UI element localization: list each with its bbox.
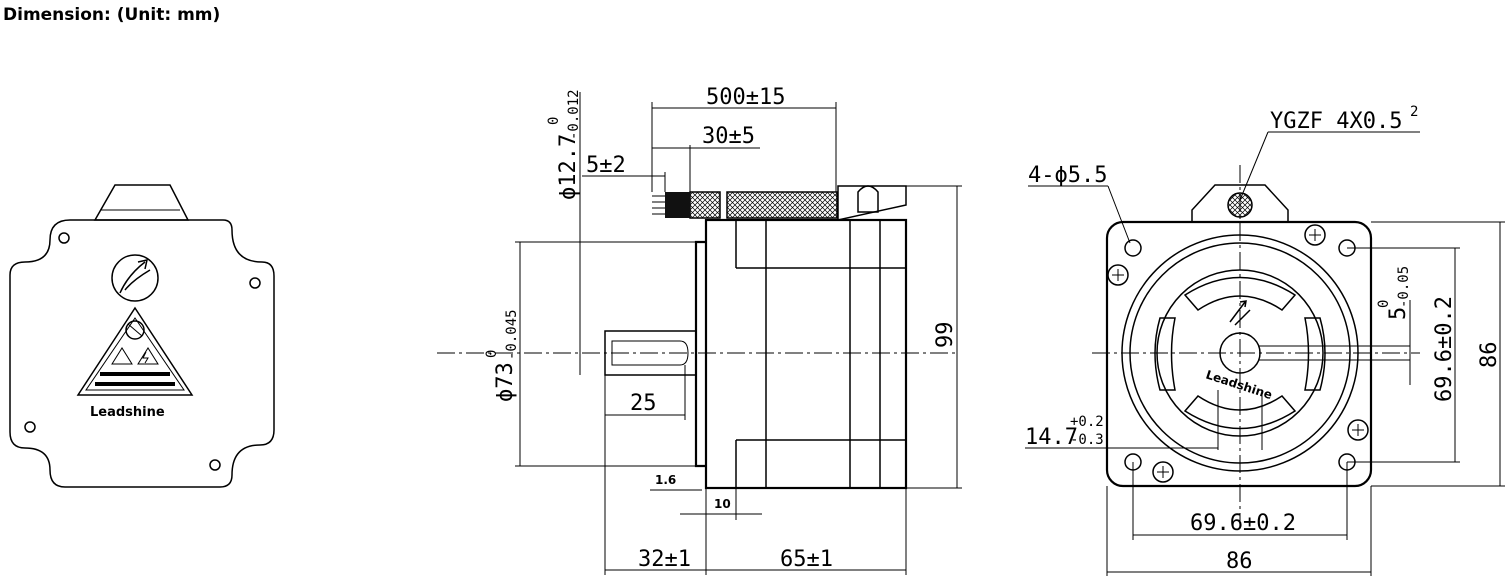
cable-sheath — [726, 191, 838, 219]
mount-hole — [24, 421, 36, 433]
flat-depth-label: 5 — [1386, 307, 1411, 320]
flat-depth-tol-lower: -0.05 — [1396, 266, 1412, 308]
shaft-diameter-tol-upper: 0 — [546, 117, 562, 125]
key-width-tol-upper: +0.2 — [1070, 414, 1104, 430]
pilot-diameter-tol-lower: -0.045 — [504, 309, 520, 360]
mount-hole — [209, 459, 221, 471]
shaft-flat-length-label: 25 — [630, 391, 657, 416]
key-width-label: 14.7 — [1025, 425, 1078, 450]
cable-length-label: 500±15 — [706, 85, 785, 110]
screw-icon — [1107, 264, 1129, 286]
flange-step-label: 1.6 — [655, 473, 676, 487]
flange-h-label: 86 — [1226, 549, 1253, 574]
screw-icon — [1152, 461, 1174, 483]
mount-holes-label: 4-ϕ5.5 — [1028, 163, 1107, 188]
tin-length-label: 5±2 — [586, 153, 626, 178]
key-width-tol-lower: -0.3 — [1070, 432, 1104, 448]
side-view: 500±15 30±5 5±2 ϕ12.7 0 -0.012 ϕ73 0 -0.… — [437, 85, 962, 575]
mount-hole — [249, 277, 261, 289]
shaft-diameter-label: ϕ12.7 — [556, 134, 581, 200]
body-length-label: 65±1 — [780, 547, 833, 572]
flat-depth-tol-upper: 0 — [1376, 300, 1392, 308]
hole-spacing-h-label: 69.6±0.2 — [1190, 511, 1296, 536]
flange-thickness-label: 10 — [714, 497, 731, 511]
mount-hole — [58, 232, 70, 244]
back-view-outline — [9, 219, 275, 488]
mount-hole — [1124, 239, 1142, 257]
height-label: 99 — [933, 322, 958, 349]
back-view: Leadshine — [9, 184, 275, 488]
screw-icon — [1304, 224, 1326, 246]
front-view: Leadshine YGZF 4X0.5 2 4-ϕ5.5 14.7 +0.2 … — [1025, 104, 1505, 576]
brand-logo-text: Leadshine — [90, 405, 165, 420]
motor-body — [704, 218, 908, 490]
pilot-diameter-tol-upper: 0 — [484, 350, 500, 358]
cable-spec-label: YGZF 4X0.5 — [1270, 109, 1402, 134]
shaft-circle — [1219, 332, 1261, 374]
cable-gland — [1191, 184, 1289, 223]
cable-gland — [93, 184, 190, 221]
cable-spec-sup: 2 — [1410, 104, 1418, 120]
hole-spacing-v-label: 69.6±0.2 — [1432, 296, 1457, 402]
cable-gland — [857, 185, 879, 213]
shaft-length-label: 32±1 — [638, 547, 691, 572]
flange-square — [1105, 220, 1373, 488]
pilot-diameter-label: ϕ73 — [493, 362, 518, 402]
warning-triangle-icon — [76, 306, 194, 396]
flange-v-label: 86 — [1477, 342, 1502, 369]
strip-length-label: 30±5 — [702, 124, 755, 149]
drawing-title: Dimension: (Unit: mm) — [3, 5, 220, 25]
screw-icon — [1347, 419, 1369, 441]
motor-shaft — [604, 330, 696, 376]
brand-logo-icon — [111, 254, 159, 302]
shaft-diameter-tol-lower: -0.012 — [566, 89, 582, 140]
